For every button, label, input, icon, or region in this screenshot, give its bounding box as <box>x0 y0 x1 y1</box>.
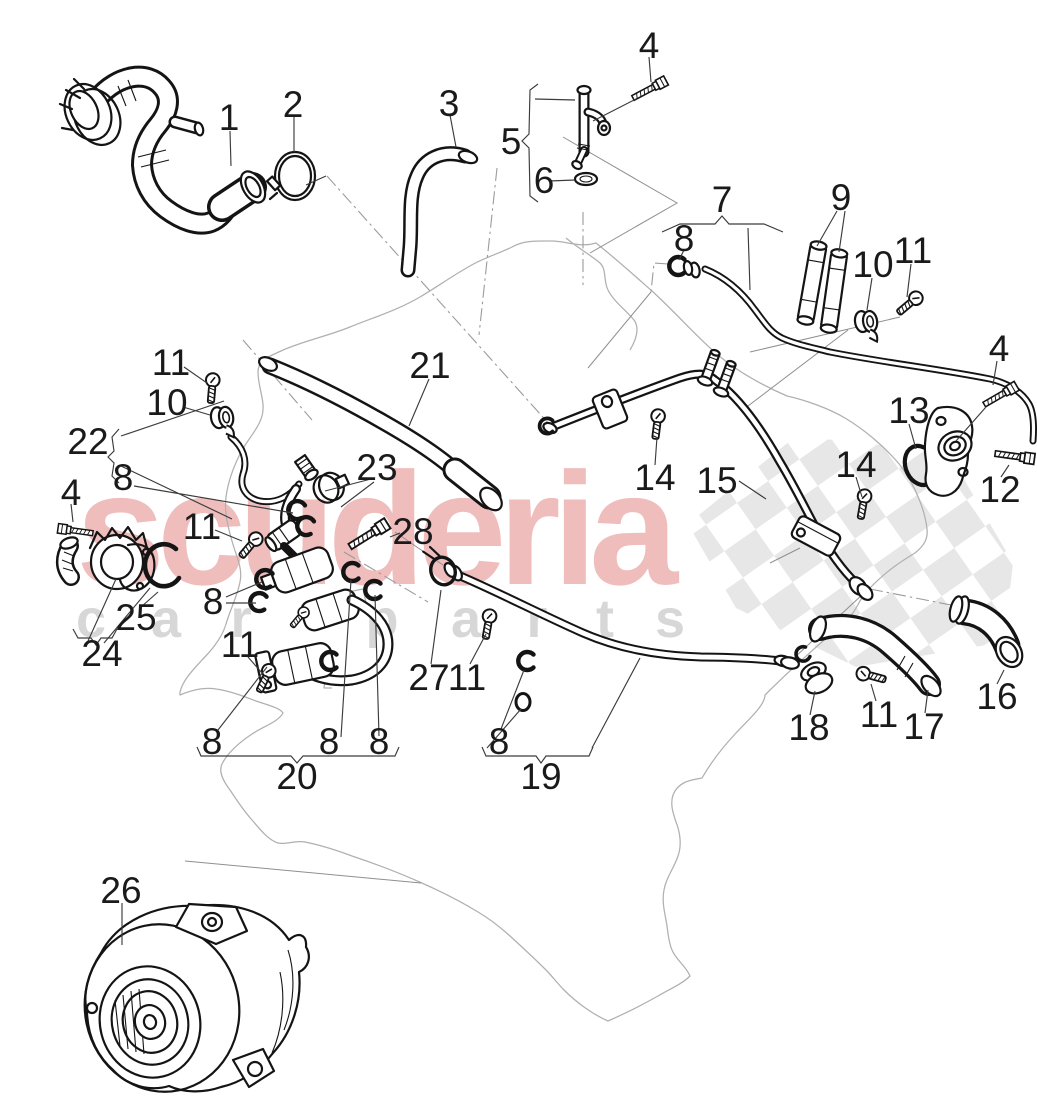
callout-11: 11 <box>152 342 190 383</box>
part-15-pipe <box>542 348 874 601</box>
part-23-clamp <box>312 471 351 504</box>
part-21-hose <box>258 356 503 512</box>
callout-16: 16 <box>976 676 1017 717</box>
callout-2: 2 <box>283 84 304 125</box>
part-3-hose <box>400 146 479 278</box>
callout-21: 21 <box>409 345 450 386</box>
callout-24: 24 <box>81 633 122 674</box>
callout-11: 11 <box>183 506 221 547</box>
part-25-seal <box>142 541 182 589</box>
reference-lines <box>184 136 957 884</box>
part-16-hose <box>948 595 1024 669</box>
callout-13: 13 <box>888 390 929 431</box>
watermark-letter: s <box>655 589 685 649</box>
part-2-clamp <box>265 150 317 202</box>
callout-19: 19 <box>520 756 561 797</box>
coolant-flange <box>923 405 974 497</box>
callout-8: 8 <box>674 218 695 259</box>
part-7-pipe <box>682 260 1037 445</box>
part-27-clamp <box>422 545 457 587</box>
callout-10: 10 <box>146 382 187 423</box>
watermark-letter: a <box>151 589 182 649</box>
callout-8: 8 <box>113 457 134 498</box>
callout-26: 26 <box>100 870 141 911</box>
callout-3: 3 <box>439 83 460 124</box>
callout-4: 4 <box>61 472 82 513</box>
callout-14: 14 <box>634 457 675 498</box>
part-24-housing <box>55 525 156 592</box>
callout-22: 22 <box>67 421 108 462</box>
leader-lines <box>70 56 1010 945</box>
callout-6: 6 <box>534 160 555 201</box>
callout-4: 4 <box>639 25 660 66</box>
part-5-connector <box>571 84 612 171</box>
watermark-letter: c <box>76 589 106 649</box>
part-9-dampers <box>796 240 849 334</box>
callout-8: 8 <box>202 721 223 762</box>
callout-10: 10 <box>852 244 893 285</box>
part-18-bushing <box>800 661 834 695</box>
callout-25: 25 <box>115 597 156 638</box>
watermark-letter: a <box>451 589 482 649</box>
callout-8: 8 <box>319 721 340 762</box>
callout-9: 9 <box>831 177 852 218</box>
callout-15: 15 <box>696 460 737 501</box>
watermark-letter: t <box>596 589 614 649</box>
callout-8: 8 <box>203 581 224 622</box>
callout-4: 4 <box>989 328 1010 369</box>
retaining-clips <box>249 257 813 712</box>
callout-11: 11 <box>221 624 259 665</box>
callout-17: 17 <box>903 706 944 747</box>
callout-7: 7 <box>712 179 733 220</box>
part-1-hose <box>58 65 267 235</box>
callout-8: 8 <box>489 721 510 762</box>
callout-1: 1 <box>219 97 240 138</box>
callout-14: 14 <box>835 444 876 485</box>
callout-27: 27 <box>408 657 449 698</box>
parts-line-art <box>55 65 1037 1093</box>
callout-23: 23 <box>356 447 397 488</box>
part-17-hose <box>808 613 942 698</box>
part-26-alternator <box>83 902 310 1093</box>
callout-12: 12 <box>979 469 1020 510</box>
watermark-letter: r <box>230 589 251 649</box>
callout-18: 18 <box>788 707 829 748</box>
callout-11: 11 <box>860 694 898 735</box>
callout-5: 5 <box>501 121 522 162</box>
callout-11: 11 <box>448 657 486 698</box>
part-6-seal <box>573 171 599 187</box>
callout-11: 11 <box>894 230 932 271</box>
part-12-bolt <box>993 447 1036 466</box>
callout-28: 28 <box>392 511 433 552</box>
callout-8: 8 <box>369 721 390 762</box>
callout-20: 20 <box>276 756 317 797</box>
watermark-letter: r <box>526 589 547 649</box>
